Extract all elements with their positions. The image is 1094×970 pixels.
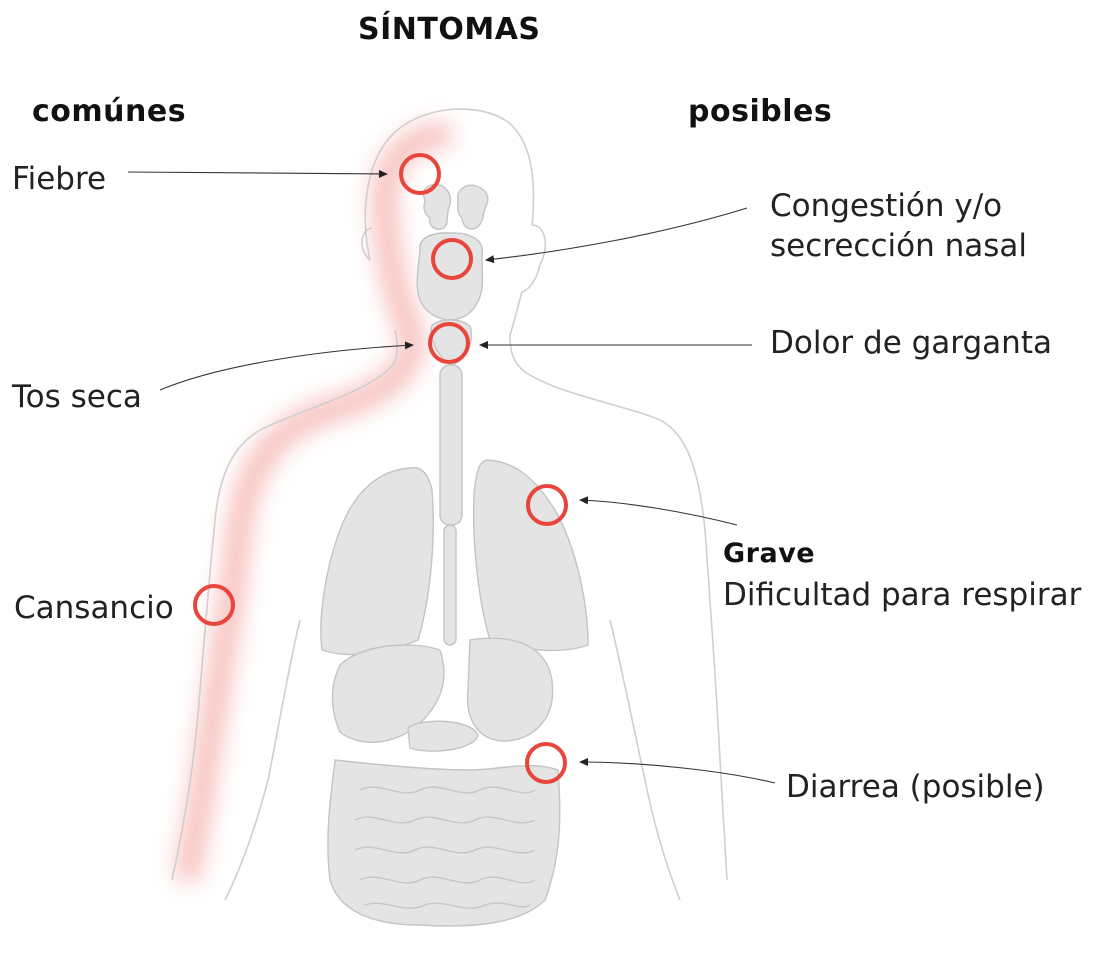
organs: [320, 183, 589, 927]
page-title: SÍNTOMAS: [358, 12, 541, 47]
body-outline: [171, 108, 728, 901]
label-cansancio: Cansancio: [14, 590, 174, 626]
leader-fiebre: [127, 169, 388, 178]
intestine-coils: [354, 786, 536, 909]
label-congestion-line1: Congestión y/o: [770, 188, 1003, 224]
label-grave-text: Dificultad para respirar: [723, 577, 1082, 613]
marker-pulmon: [526, 484, 568, 526]
leader-diarrea: [579, 758, 776, 784]
marker-diarrea: [525, 742, 567, 784]
marker-garganta: [428, 322, 470, 364]
label-congestion-line2: secrección nasal: [770, 228, 1027, 264]
column-header-common: comúnes: [32, 94, 187, 129]
label-tos-seca: Tos seca: [12, 379, 142, 415]
marker-cansancio: [193, 584, 235, 626]
marker-congestion: [431, 238, 473, 280]
symptom-glow: [175, 122, 453, 883]
leader-lines: [127, 169, 776, 784]
leader-tos: [159, 341, 414, 391]
label-diarrea: Diarrea (posible): [786, 769, 1045, 805]
label-grave-title: Grave: [723, 538, 816, 569]
column-header-possible: posibles: [688, 94, 833, 129]
label-fiebre: Fiebre: [12, 161, 107, 197]
leader-congestion: [485, 207, 748, 264]
label-dolor-garganta: Dolor de garganta: [770, 325, 1052, 361]
marker-fiebre: [399, 153, 441, 195]
leader-grave: [579, 496, 738, 526]
